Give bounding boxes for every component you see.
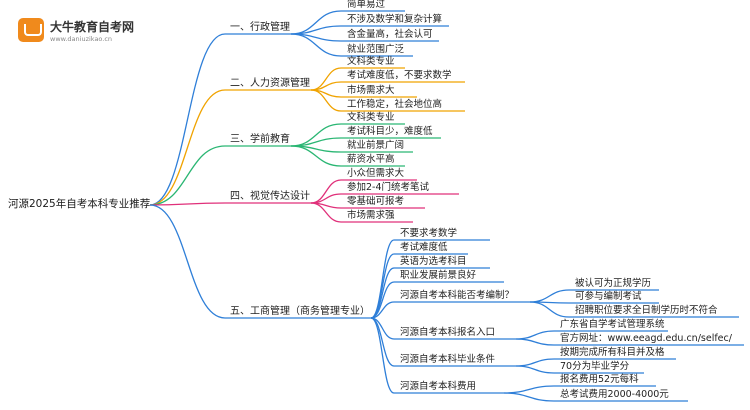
- leaf-5-5-connector: [370, 301, 530, 319]
- leaf-item: 河源自考本科毕业条件: [400, 354, 496, 365]
- subleaf-item: 按期完成所有科目并及格: [560, 347, 665, 358]
- subleaf-connector: [503, 392, 688, 402]
- brand-url: www.daniuzikao.cn: [50, 35, 113, 43]
- leaf-2-4-connector: [310, 89, 465, 112]
- leaf-item: 零基础可报考: [347, 196, 405, 207]
- leaf-4-4-connector: [310, 202, 413, 223]
- branch-3-label: 三、学前教育: [230, 134, 290, 145]
- brand-logo: 大牛教育自考网 www.daniuzikao.cn: [18, 14, 138, 50]
- leaf-item: 考试难度低: [400, 242, 448, 253]
- subleaf-item: 官方网址：www.eeagd.edu.cn/selfec/: [560, 333, 732, 344]
- leaf-item: 文科类专业: [347, 56, 395, 67]
- branch-5-label: 五、工商管理（商务管理专业）: [230, 306, 370, 317]
- branch-1-connector: [149, 33, 291, 206]
- leaf-item: 不涉及数学和复杂计算: [347, 14, 443, 25]
- leaf-item: 考试难度低，不要求数学: [347, 70, 452, 81]
- subleaf-item: 70分为毕业学分: [560, 361, 630, 372]
- leaf-item: 河源自考本科报名入口: [400, 327, 496, 338]
- branch-4-connector: [149, 202, 311, 206]
- leaf-item: 市场需求强: [347, 210, 395, 221]
- subleaf-connector: [529, 301, 739, 318]
- branch-4-label: 四、视觉传达设计: [230, 191, 310, 202]
- leaf-5-4-connector: [370, 281, 504, 319]
- leaf-item: 英语为选考科目: [400, 256, 467, 267]
- branch-3-connector: [149, 145, 291, 206]
- leaf-item: 含金量高，社会认可: [347, 29, 433, 40]
- leaf-item: 考试科目少，难度低: [347, 126, 433, 137]
- leaf-3-4-connector: [290, 145, 405, 167]
- leaf-item: 文科类专业: [347, 112, 395, 123]
- leaf-item: 市场需求大: [347, 85, 395, 96]
- leaf-item: 河源自考本科费用: [400, 381, 477, 392]
- leaf-item: 薪资水平高: [347, 154, 395, 165]
- leaf-item: 不要求考数学: [400, 228, 458, 239]
- subleaf-item: 招聘职位要求全日制学历时不符合: [575, 305, 718, 316]
- leaf-item: 简单易过: [347, 0, 386, 10]
- graduation-cap-icon: [18, 18, 44, 42]
- leaf-item: 就业范围广泛: [347, 44, 405, 55]
- branch-2-connector: [149, 89, 311, 206]
- root-topic: 河源2025年自考本科专业推荐: [8, 198, 151, 210]
- leaf-item: 河源自考本科能否考编制？: [400, 290, 515, 301]
- subleaf-item: 可参与编制考试: [575, 291, 642, 302]
- subleaf-item: 广东省自学考试管理系统: [560, 319, 665, 330]
- subleaf-item: 被认可为正规学历: [575, 278, 652, 289]
- subleaf-item: 报名费用52元每科: [560, 374, 639, 385]
- leaf-item: 参加2-4门统考笔试: [347, 182, 430, 193]
- leaf-5-8-connector: [370, 317, 504, 394]
- brand-title: 大牛教育自考网: [50, 20, 135, 34]
- subleaf-connector: [515, 365, 644, 374]
- branch-1-label: 一、行政管理: [230, 22, 290, 33]
- leaf-1-4-connector: [290, 33, 413, 57]
- branch-2-label: 二、人力资源管理: [230, 78, 310, 89]
- leaf-item: 职业发展前景良好: [400, 270, 477, 281]
- subleaf-item: 总考试费用2000-4000元: [560, 389, 669, 400]
- subleaf-connector: [515, 338, 744, 346]
- leaf-item: 小众但需求大: [347, 168, 405, 179]
- branch-5-connector: [149, 204, 371, 319]
- leaf-item: 工作稳定，社会地位高: [347, 99, 443, 110]
- leaf-item: 就业前景广阔: [347, 140, 405, 151]
